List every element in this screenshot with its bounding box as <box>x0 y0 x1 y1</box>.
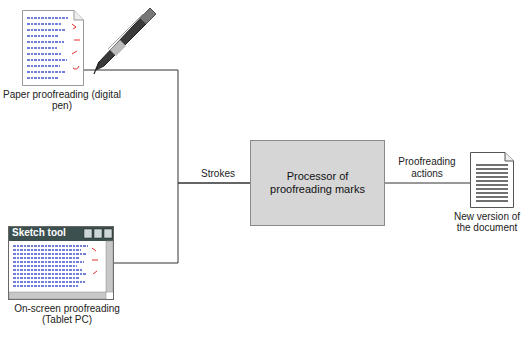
paper-document-icon: Paper proofreading (digital pen) <box>22 10 84 86</box>
icon-caption: Paper proofreading (digital pen) <box>3 89 121 111</box>
process-box: Processor of proofreading marks <box>250 140 385 226</box>
document-icon: New version of the document <box>470 152 514 208</box>
connector-line <box>114 183 250 263</box>
process-label: Processor of proofreading marks <box>260 170 375 196</box>
icon-caption: New version of the document <box>447 211 527 233</box>
icon-outline <box>470 152 514 208</box>
tablet-window: Sketch toolOn-screen proofreading (Table… <box>8 226 114 300</box>
digital-pen <box>94 8 156 74</box>
window-title: Sketch tool <box>12 227 66 239</box>
connector-line <box>84 70 250 183</box>
icon-outline <box>22 10 84 86</box>
edge-label: Strokes <box>188 168 248 180</box>
edge-label: Proofreading actions <box>392 156 462 180</box>
icon-caption: On-screen proofreading (Tablet PC) <box>3 303 131 325</box>
connector-line <box>385 183 470 184</box>
